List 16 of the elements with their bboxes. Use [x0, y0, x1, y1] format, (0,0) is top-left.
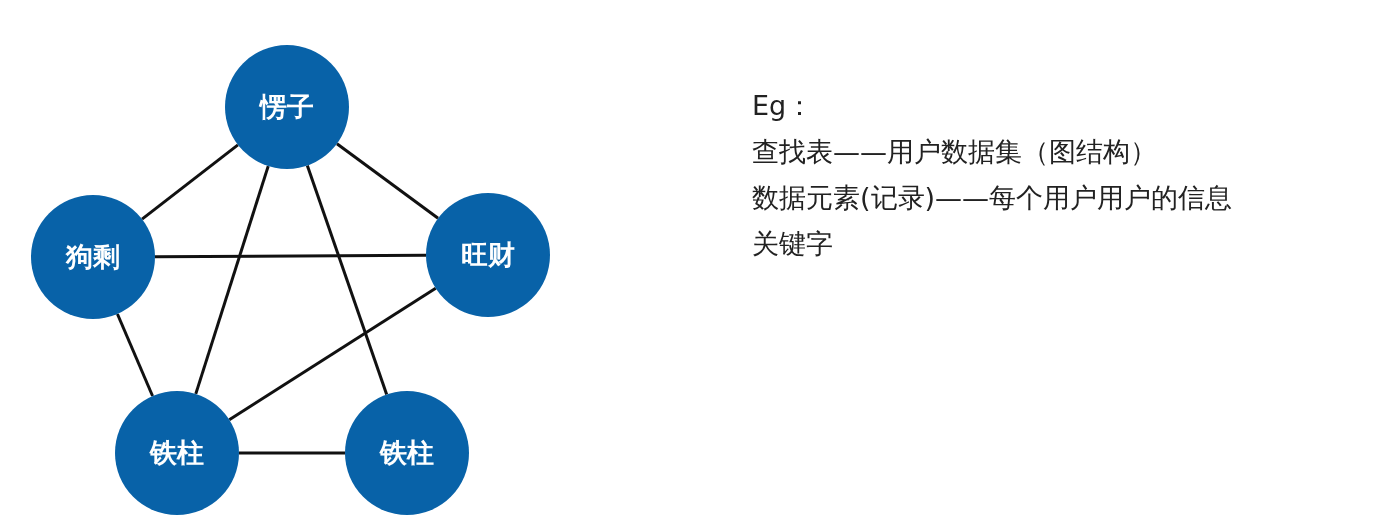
connector-line	[194, 165, 270, 395]
example-text: 关键字	[752, 227, 833, 261]
connector-line	[305, 165, 389, 395]
example-text: Eg：	[752, 89, 814, 123]
example-text: 查找表——用户数据集（图结构）	[752, 135, 1157, 169]
connector-line	[228, 287, 437, 421]
connector-line	[141, 143, 239, 221]
name-circle: 狗剩	[31, 195, 155, 319]
connector-line	[336, 142, 439, 220]
name-circle: 铁柱	[115, 391, 239, 515]
example-text: 数据元素(记录)——每个用户用户的信息	[752, 181, 1233, 215]
name-circle: 旺财	[426, 193, 550, 317]
connector-line	[116, 313, 154, 397]
connector-line	[239, 451, 345, 455]
name-circle: 愣子	[225, 45, 349, 169]
name-circle: 铁柱	[345, 391, 469, 515]
